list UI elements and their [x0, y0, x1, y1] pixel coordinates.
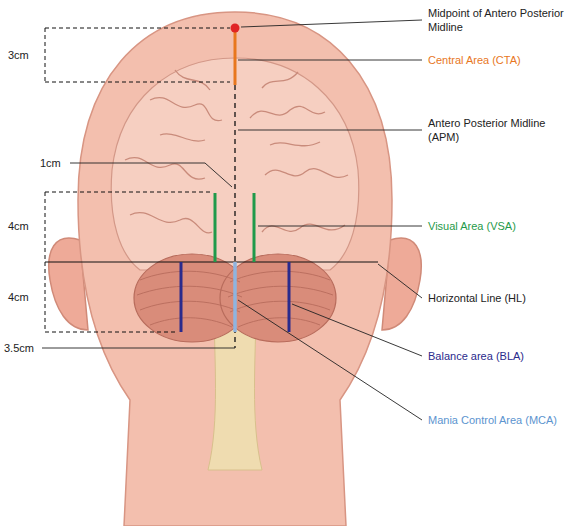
visual-area-line — [214, 193, 217, 262]
label: Midpoint of Antero Posterior Midline — [428, 6, 578, 34]
brain-gyri — [125, 70, 348, 233]
central-area-line — [234, 28, 237, 85]
label: Visual Area (VSA) — [428, 219, 578, 233]
leader-lines — [42, 20, 422, 420]
midline-dashed — [234, 85, 235, 348]
label: Horizontal Line (HL) — [428, 291, 578, 305]
dimension-brackets — [45, 28, 230, 332]
label: Mania Control Area (MCA) — [428, 413, 578, 427]
head-outline — [78, 12, 392, 526]
cerebellum-right — [220, 254, 336, 342]
label: 1cm — [40, 156, 68, 170]
balance-area-line — [180, 262, 183, 332]
label: Central Area (CTA) — [428, 53, 578, 67]
midpoint-dot — [231, 24, 240, 33]
label: 4cm — [8, 290, 42, 304]
label: Balance area (BLA) — [428, 349, 578, 363]
label: 4cm — [8, 219, 42, 233]
label: 3.5cm — [4, 341, 40, 355]
mania-area-line — [233, 262, 237, 332]
label: Antero Posterior Midline (APM) — [428, 116, 578, 144]
horizontal-line — [45, 262, 378, 263]
balance-area-line — [288, 262, 291, 332]
visual-area-line — [253, 193, 256, 262]
label: 3cm — [8, 48, 42, 62]
